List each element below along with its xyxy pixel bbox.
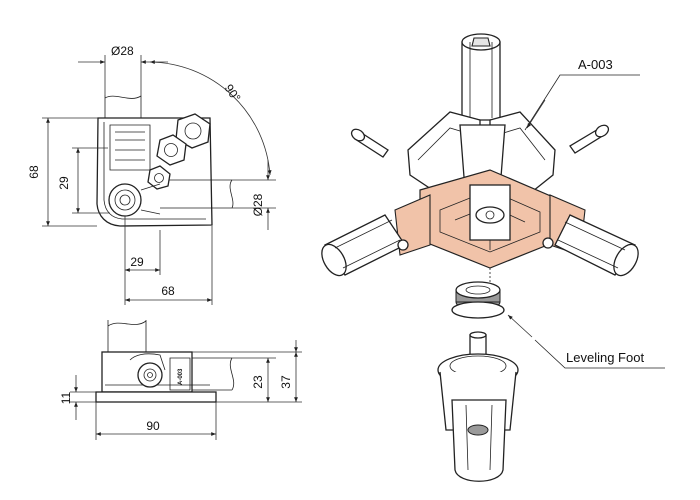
horizontal-tube-left (321, 214, 406, 277)
dim-side-23: 23 (251, 375, 265, 389)
vertical-tube (461, 41, 501, 121)
top-view: Ø28 90° 68 29 Ø28 29 68 (27, 44, 276, 305)
exploded-view: A-003 Leveling Foot (321, 33, 665, 482)
horizontal-tube-right (554, 214, 639, 277)
part-marking: A-003 (178, 368, 184, 385)
callout-connector-label: A-003 (578, 57, 613, 72)
side-base-plate (95, 391, 217, 403)
callout-line-connector (524, 74, 640, 131)
bolt-right (569, 124, 610, 154)
dim-angle: 90° (222, 82, 244, 105)
bolt-left (350, 128, 389, 158)
dim-side-37: 37 (279, 375, 293, 389)
caster-wheel (437, 331, 519, 482)
dim-side-diameter: Ø28 (251, 193, 265, 216)
dim-side-11: 11 (59, 391, 73, 404)
dim-width-68: 68 (161, 284, 175, 298)
dim-height-29: 29 (57, 176, 71, 190)
leveling-foot (451, 268, 505, 319)
dim-top-diameter: Ø28 (111, 44, 134, 58)
callout-foot-label: Leveling Foot (566, 350, 644, 365)
callout-line-foot (534, 339, 665, 369)
dim-height-68: 68 (27, 165, 41, 179)
dim-side-90: 90 (146, 419, 160, 433)
dim-width-29: 29 (130, 255, 144, 269)
side-view: A-003 11 23 37 90 (59, 320, 302, 440)
bolt-boss (108, 183, 142, 217)
